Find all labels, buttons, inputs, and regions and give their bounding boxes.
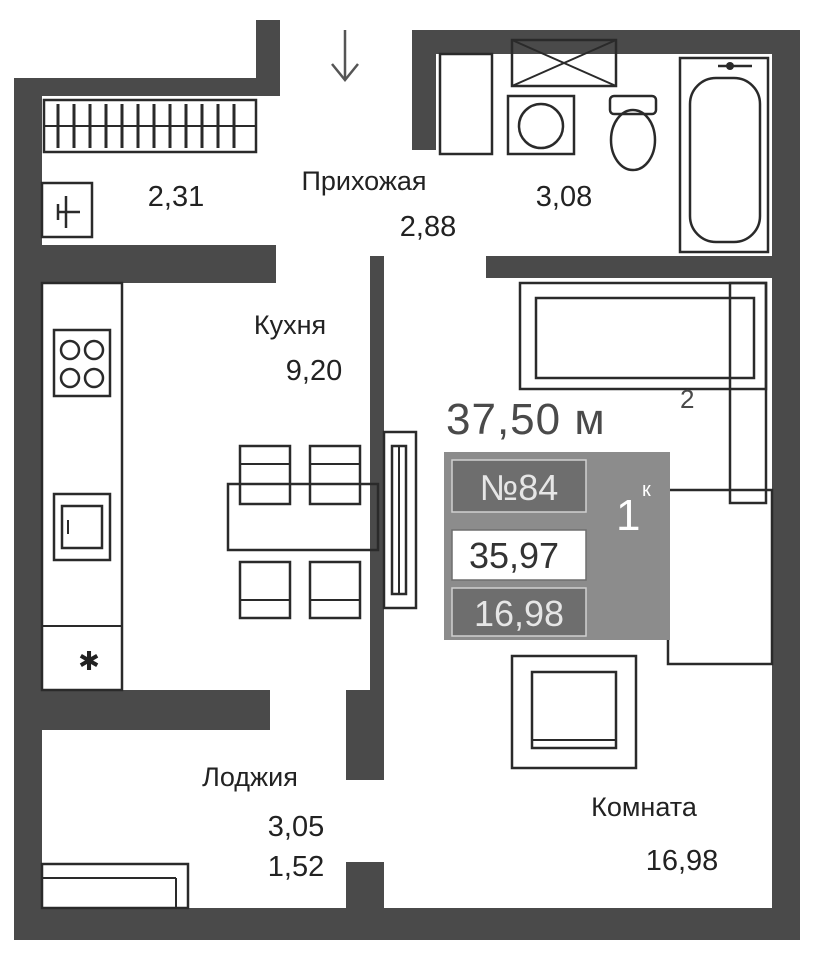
wardrobe-icon <box>42 98 258 154</box>
entrance-arrow-icon <box>331 30 359 82</box>
kitchen-area: 9,20 <box>286 355 342 387</box>
loggia-name: Лоджия <box>202 762 298 792</box>
rooms-count: 1 <box>616 491 640 540</box>
loggia-railing <box>40 862 190 910</box>
loggia-area: 3,05 <box>268 811 324 843</box>
toilet-icon <box>608 94 658 172</box>
total-area: 37,50 м <box>446 395 606 444</box>
bathroom-fixtures <box>438 38 770 254</box>
loggia-area-reduced: 1,52 <box>268 851 324 883</box>
sofa-icon <box>518 281 768 505</box>
kitchen-name: Кухня <box>254 310 326 340</box>
bed-icon <box>666 488 774 666</box>
storage-area: 2,31 <box>148 181 204 213</box>
living-area-total: 35,97 <box>469 535 559 576</box>
rooms-count-suffix: к <box>642 479 651 501</box>
sliding-door-icon <box>382 430 418 610</box>
washing-machine-icon <box>510 38 618 88</box>
bathroom-area: 3,08 <box>536 181 592 213</box>
kitchen-sink-icon <box>52 492 112 562</box>
kitchen-counter: ✱ <box>40 281 124 692</box>
svg-text:✱: ✱ <box>78 646 100 676</box>
room-area: 16,98 <box>646 845 719 877</box>
sink-icon <box>506 94 576 156</box>
apartment-info-badge: №84 35,97 16,98 1 к <box>444 452 670 640</box>
stove-icon <box>52 328 112 398</box>
room-name: Комната <box>591 792 698 822</box>
fridge-icon: ✱ <box>78 646 100 676</box>
armchair-icon <box>510 654 638 770</box>
total-area-unit-sup: 2 <box>680 384 694 414</box>
apartment-number: №84 <box>480 467 559 508</box>
hallway-name: Прихожая <box>301 166 426 196</box>
bathtub-icon <box>678 56 770 254</box>
boiler-icon <box>40 181 94 239</box>
hallway-area: 2,88 <box>400 211 456 243</box>
living-area: 16,98 <box>474 593 564 634</box>
dining-table <box>226 444 380 620</box>
